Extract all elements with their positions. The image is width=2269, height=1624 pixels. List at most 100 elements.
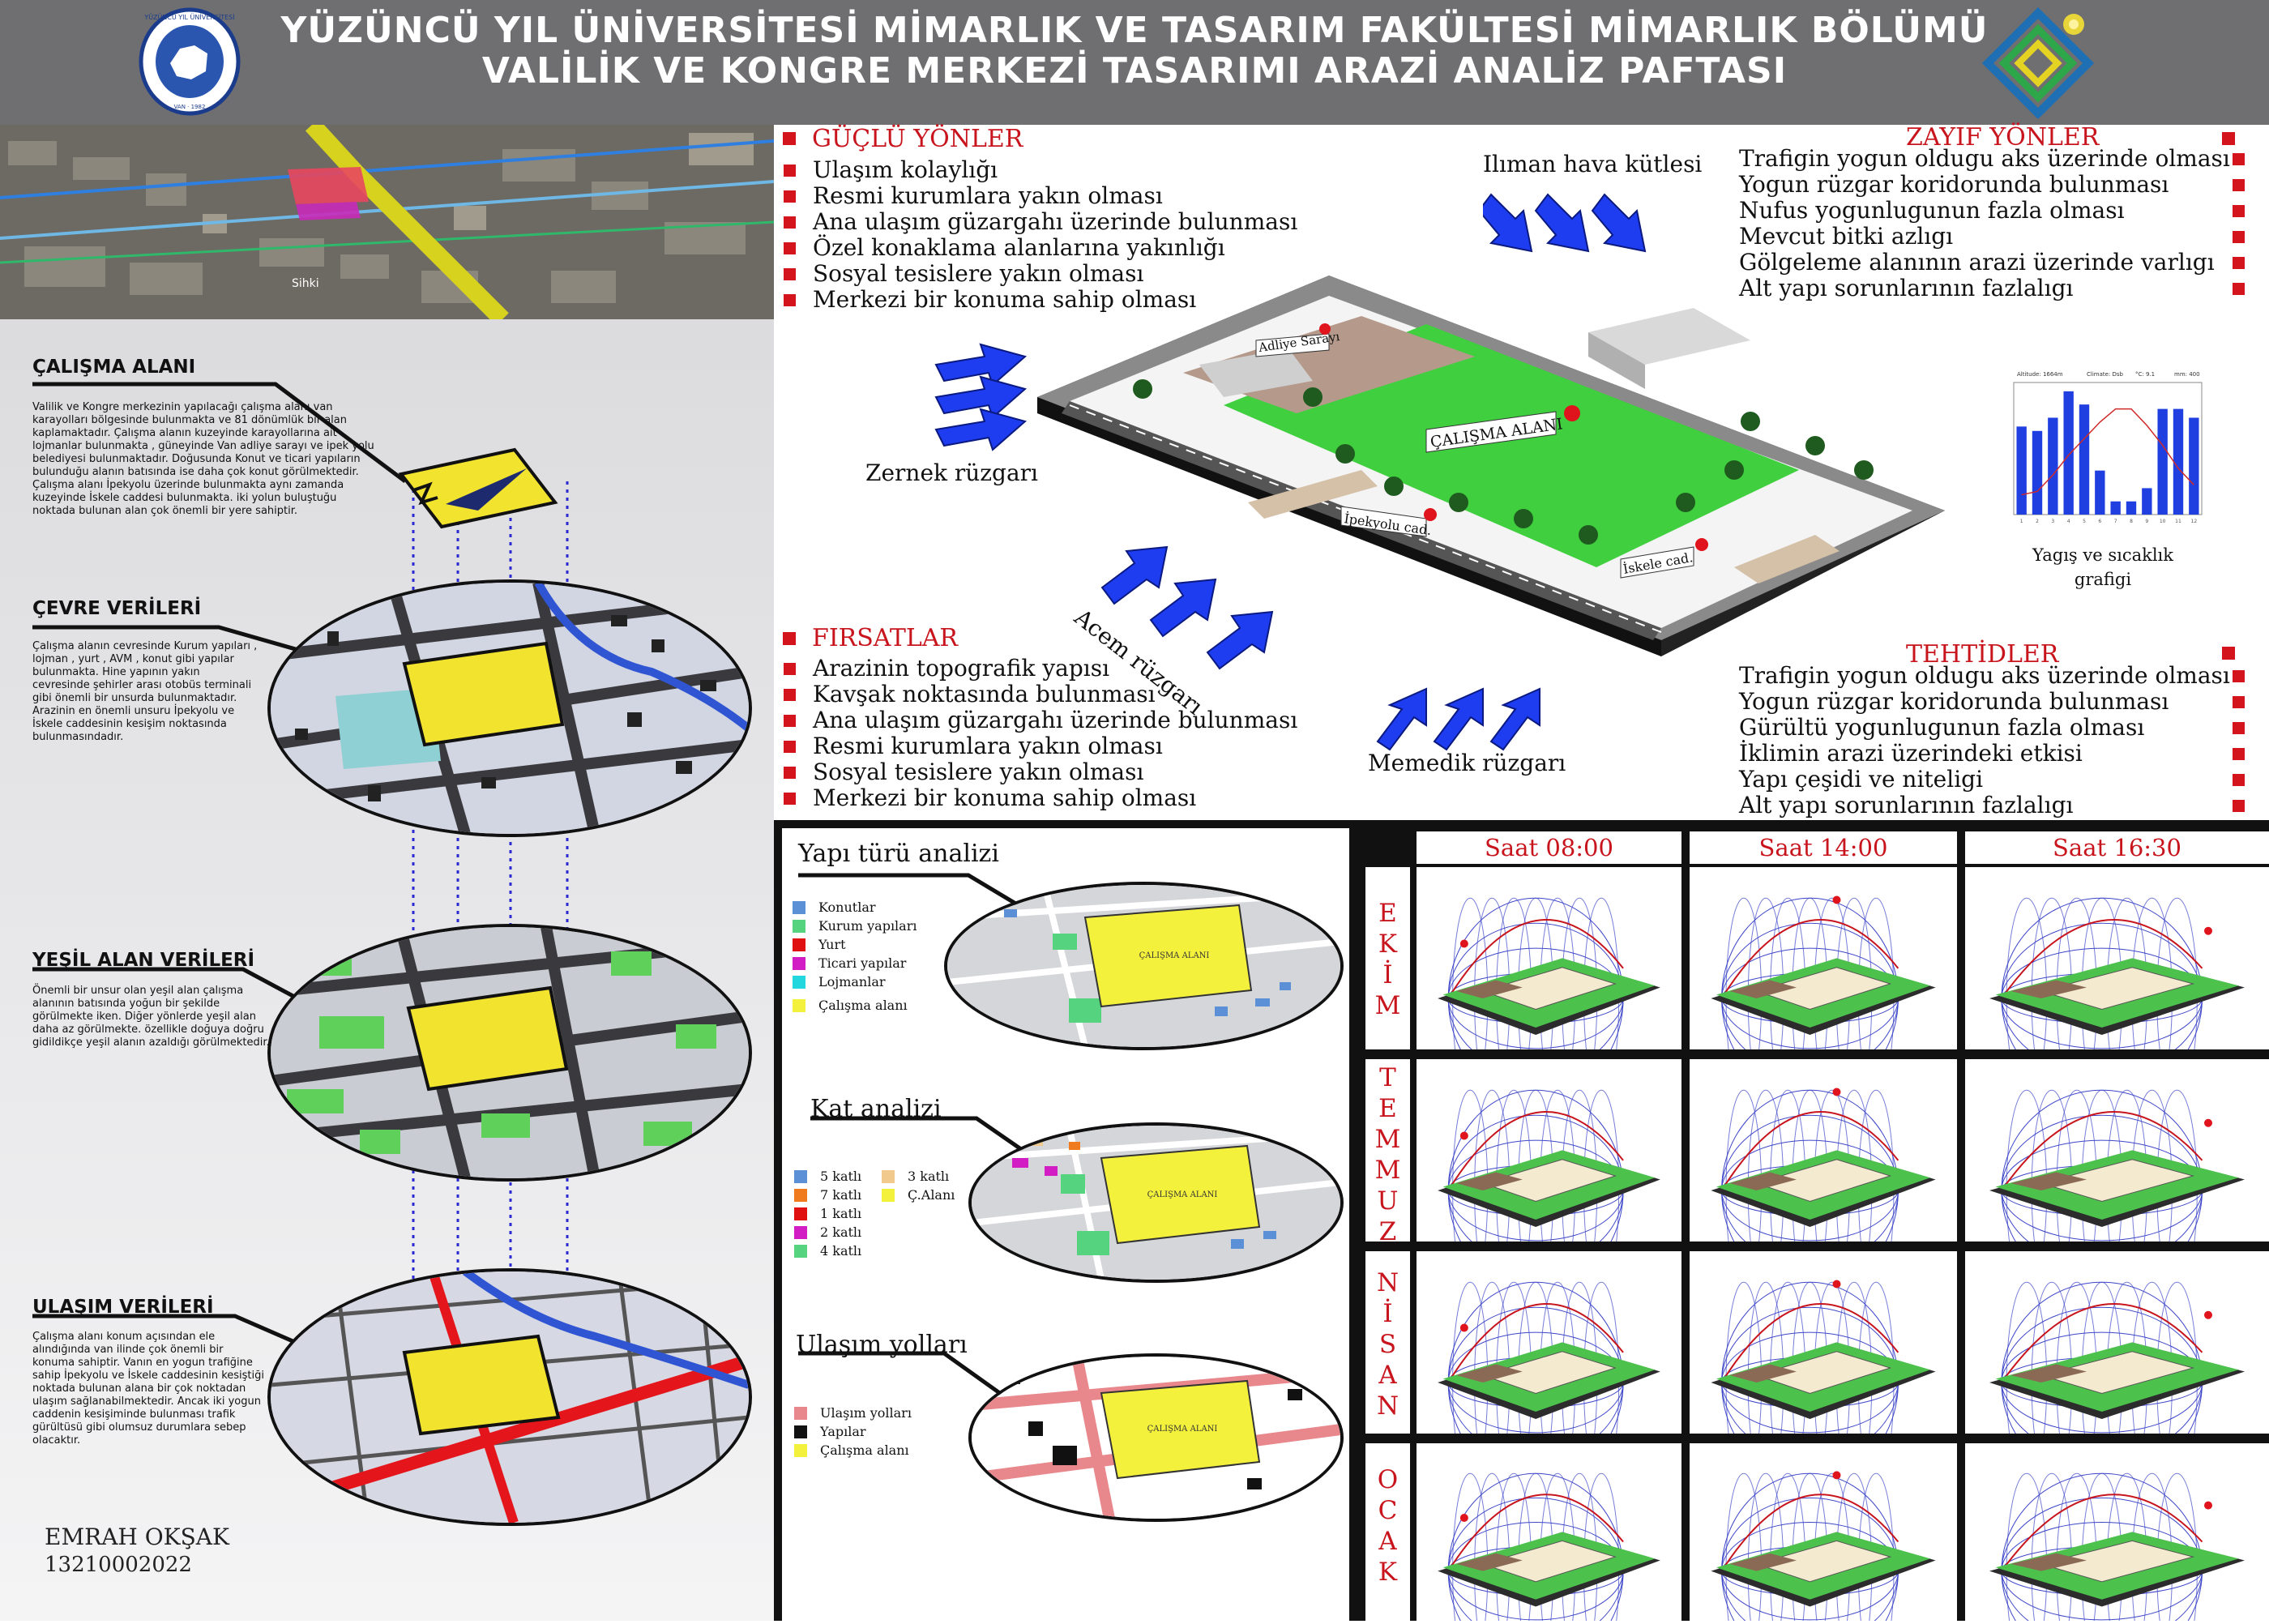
sun-diagram-cell bbox=[1417, 867, 1681, 1100]
page-title: YÜZÜNCÜ YIL ÜNİVERSİTESİ MİMARLIK VE TAS… bbox=[280, 10, 1989, 51]
chart-bar bbox=[2095, 470, 2105, 515]
chart-tick-label: 1 bbox=[2020, 519, 2023, 524]
wind-memedik-label: Memedik rüzgarı bbox=[1368, 750, 1566, 776]
chart-bar bbox=[2126, 501, 2137, 515]
list-item: Sosyal tesislere yakın olması bbox=[780, 261, 1297, 287]
sun-diagram-cell bbox=[1965, 1059, 2269, 1292]
sun-path-diagram bbox=[1438, 1281, 1660, 1484]
legend-swatch bbox=[794, 1225, 807, 1239]
legend-item: 4 katlı bbox=[794, 1242, 861, 1260]
sun-diagram-cell bbox=[1417, 1059, 1681, 1292]
sun-diagram-cell bbox=[1965, 1443, 2269, 1624]
strengths-title: GÜÇLÜ YÖNLER bbox=[812, 125, 1023, 153]
sun-path-diagram bbox=[1711, 895, 1936, 1100]
chart-header-text: mm: 400 bbox=[2174, 371, 2200, 378]
legend-item: Konutlar bbox=[793, 898, 917, 917]
list-item: Alt yapı sorunlarının fazlalıgı bbox=[1739, 276, 2250, 301]
chart-tick-label: 11 bbox=[2175, 519, 2181, 524]
section-text-calisma: Valilik ve Kongre merkezinin yapılacağı … bbox=[32, 401, 374, 517]
legend-swatch bbox=[794, 1406, 807, 1420]
kat-map-label: ÇALIŞMA ALANI bbox=[1147, 1190, 1218, 1199]
kat-map: ÇALIŞMA ALANI bbox=[968, 1122, 1344, 1283]
sun-diagram-cell bbox=[1690, 1251, 1957, 1484]
header-bar bbox=[0, 0, 2269, 125]
chart-header-text: °C: 9.1 bbox=[2135, 371, 2155, 378]
legend-swatch bbox=[793, 975, 805, 989]
university-logo-text: YÜZÜNCÜ YIL ÜNİVERSİTESİ bbox=[143, 13, 234, 21]
legend-swatch bbox=[793, 900, 805, 914]
legend-item: 3 katlı bbox=[882, 1167, 955, 1186]
list-item: Ulaşım kolaylığı bbox=[780, 157, 1297, 183]
author-id: 13210002022 bbox=[45, 1553, 192, 1577]
chart-header-text: Climate: Dsb bbox=[2087, 371, 2124, 378]
chart-bar bbox=[2063, 391, 2074, 515]
chart-tick-label: 6 bbox=[2098, 519, 2101, 524]
list-item: İklimin arazi üzerindeki etkisi bbox=[1739, 741, 2250, 767]
legend-item: Lojmanlar bbox=[793, 972, 917, 991]
sun-path-diagram bbox=[1711, 1280, 1936, 1484]
strengths-title-bullet bbox=[783, 132, 796, 145]
legend-swatch bbox=[793, 956, 805, 970]
chart-tick-label: 12 bbox=[2191, 519, 2198, 524]
sun-path-diagram bbox=[1989, 897, 2245, 1100]
sun-diagram-cell bbox=[1965, 1251, 2269, 1484]
legend-swatch bbox=[793, 998, 805, 1012]
chart-tick-label: 8 bbox=[2130, 519, 2133, 524]
chart-bar bbox=[2173, 408, 2184, 515]
site-model: Adliye Sarayı ÇALIŞMA ALANI İpekyolu cad… bbox=[1037, 276, 1945, 656]
legend-swatch bbox=[793, 938, 805, 951]
legend-item: 7 katlı bbox=[794, 1186, 861, 1204]
climate-chart-caption: Yagış ve sıcaklık grafigi bbox=[2032, 545, 2173, 589]
aerial-label: Sihki bbox=[292, 277, 319, 290]
threats-list: Trafigin yogun oldugu aks üzerinde olmas… bbox=[1739, 663, 2250, 818]
chart-bar bbox=[2032, 430, 2043, 515]
author-name: EMRAH OKŞAK bbox=[45, 1524, 229, 1550]
time-header-1630: Saat 16:30 bbox=[1965, 831, 2269, 864]
weaknesses-list: Trafigin yogun oldugu aks üzerinde olmas… bbox=[1739, 146, 2250, 301]
legend-swatch bbox=[794, 1244, 807, 1258]
chart-tick-label: 9 bbox=[2145, 519, 2148, 524]
map-cevre bbox=[267, 579, 752, 837]
section-title-cevre: ÇEVRE VERİLERİ bbox=[32, 598, 202, 619]
list-item: Ana ulaşım güzargahı üzerinde bulunması bbox=[780, 209, 1297, 235]
list-item: Yogun rüzgar koridorunda bulunması bbox=[1739, 689, 2250, 715]
list-item: Trafigin yogun oldugu aks üzerinde olmas… bbox=[1739, 663, 2250, 689]
page-subtitle: VALİLİK VE KONGRE MERKEZİ TASARIMI ARAZİ… bbox=[481, 50, 1788, 92]
list-item: Merkezi bir konuma sahip olması bbox=[780, 785, 1297, 811]
opportunities-title-bullet bbox=[783, 632, 796, 645]
opportunities-title: FIRSATLAR bbox=[812, 624, 959, 652]
sun-path-diagram bbox=[1711, 1088, 1936, 1292]
wind-arrows-zernek-icon bbox=[934, 343, 1028, 451]
map-yesil bbox=[267, 924, 752, 1182]
section-title-calisma: ÇALIŞMA ALANI bbox=[32, 357, 196, 378]
list-item: Alt yapı sorunlarının fazlalıgı bbox=[1739, 793, 2250, 818]
legend-swatch bbox=[882, 1188, 895, 1202]
legend-swatch bbox=[794, 1188, 807, 1202]
wind-zernek-label: Zernek rüzgarı bbox=[865, 459, 1039, 486]
sun-diagram-cell bbox=[1690, 1443, 1957, 1624]
wind-arrows-memedik-icon bbox=[1376, 687, 1540, 751]
section-text-cevre: Çalışma alanın cevresinde Kurum yapıları… bbox=[32, 640, 258, 743]
chart-bar bbox=[2189, 417, 2199, 515]
sun-path-diagram bbox=[1989, 1281, 2245, 1484]
sun-path-diagram bbox=[1711, 1471, 1936, 1624]
chart-frame bbox=[2013, 382, 2203, 515]
list-item: Nufus yogunlugunun fazla olması bbox=[1739, 198, 2250, 224]
sun-diagram-cell bbox=[1690, 1059, 1957, 1292]
university-logo: YÜZÜNCÜ YIL ÜNİVERSİTESİ VAN · 1982 bbox=[139, 7, 241, 116]
ulasim-map: ÇALIŞMA ALANI bbox=[968, 1353, 1344, 1522]
legend-item: 2 katlı bbox=[794, 1223, 861, 1242]
chart-bar bbox=[2048, 417, 2058, 515]
list-item: Merkezi bir konuma sahip olması bbox=[780, 287, 1297, 313]
yapi-map-label: ÇALIŞMA ALANI bbox=[1139, 951, 1210, 960]
list-item: Özel konaklama alanlarına yakınlığı bbox=[780, 235, 1297, 261]
sun-diagram-cell bbox=[1690, 867, 1957, 1100]
divider bbox=[1349, 820, 1365, 1621]
threats-title: TEHTİDLER bbox=[1906, 640, 2059, 669]
